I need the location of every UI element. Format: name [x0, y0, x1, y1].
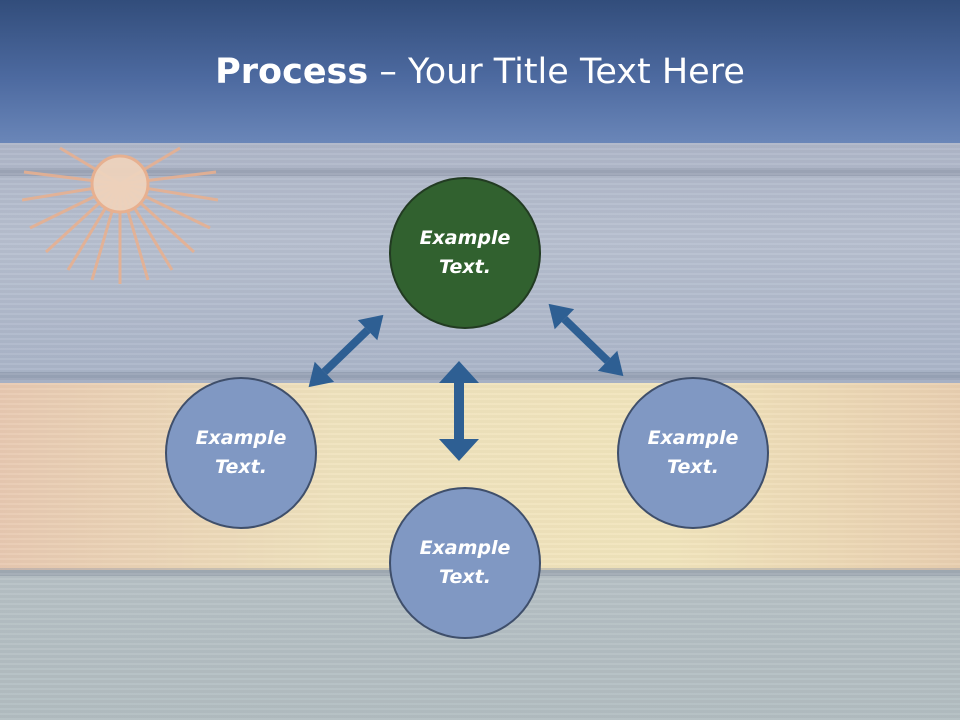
plank-gap: [0, 372, 960, 380]
node-bottom[interactable]: Example Text.: [389, 487, 541, 639]
node-label: Example Text.: [647, 427, 739, 478]
node-center-top[interactable]: Example Text.: [389, 177, 541, 329]
title-bar: Process – Your Title Text Here: [0, 0, 960, 143]
title-bold: Process: [215, 52, 369, 92]
sun-icon: [22, 146, 219, 284]
slide-title: Process – Your Title Text Here: [0, 52, 960, 92]
title-rest: – Your Title Text Here: [368, 52, 745, 92]
node-label: Example Text.: [419, 537, 511, 588]
node-left[interactable]: Example Text.: [165, 377, 317, 529]
node-right[interactable]: Example Text.: [617, 377, 769, 529]
plank-gap: [0, 168, 960, 176]
node-label: Example Text.: [195, 427, 287, 478]
node-label: Example Text.: [419, 227, 511, 278]
